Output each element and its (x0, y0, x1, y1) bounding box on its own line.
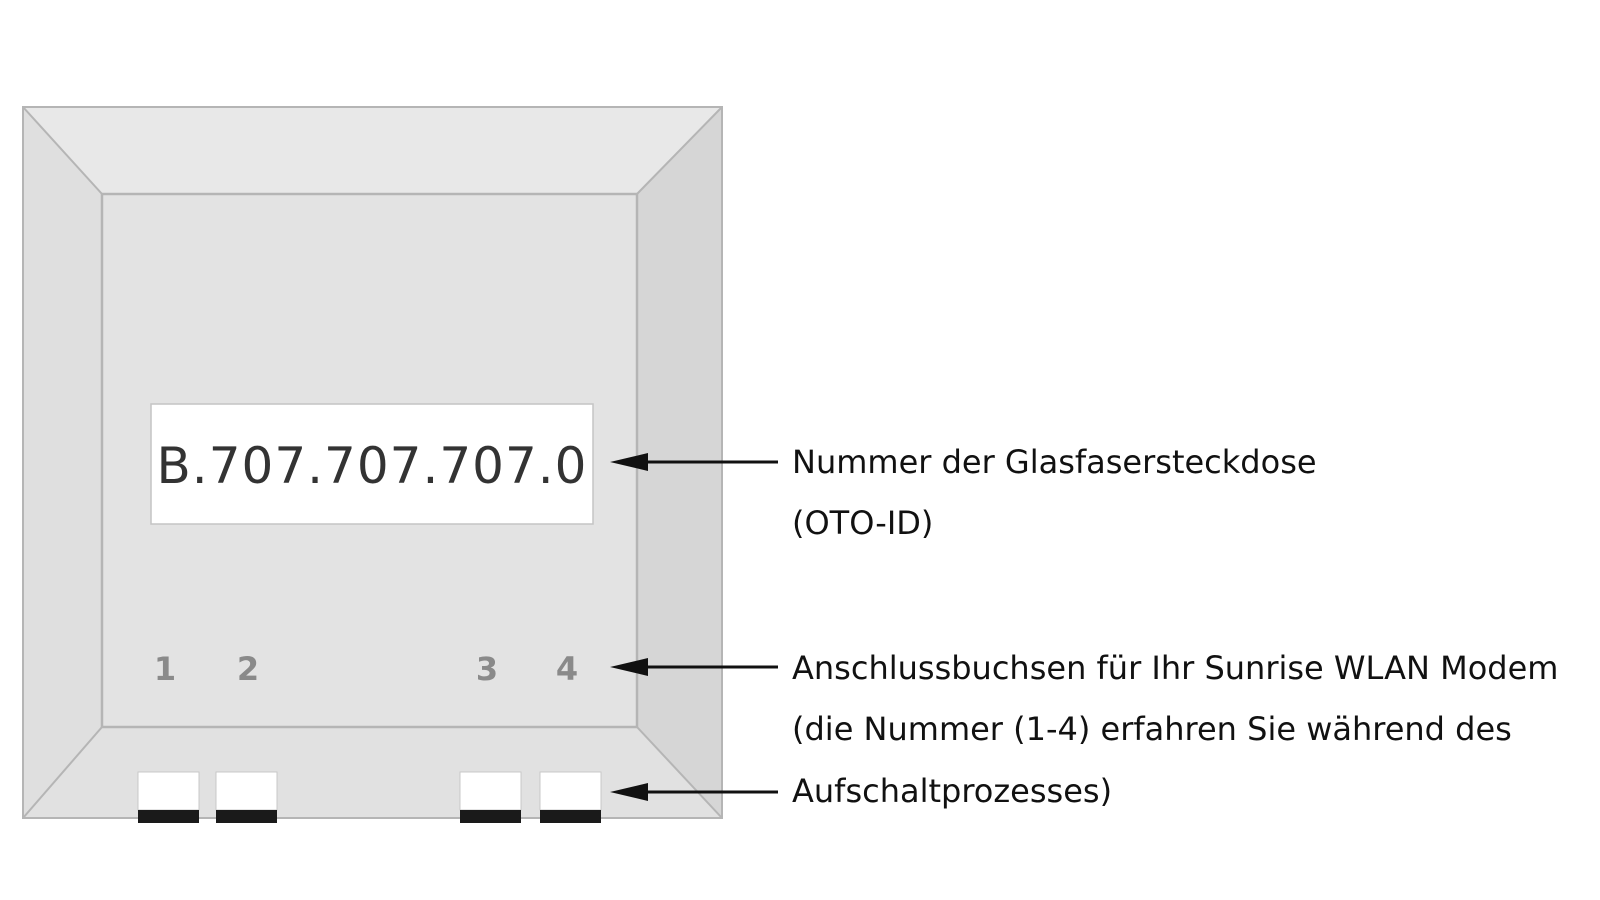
oto-id-label-line1: Nummer der Glasfasersteckdose (792, 443, 1317, 481)
port-number-4: 4 (556, 650, 578, 688)
ports-label-line1: Anschlussbuchsen für Ihr Sunrise WLAN Mo… (792, 649, 1559, 687)
port-number-2: 2 (237, 650, 259, 688)
oto-id-label-line2: (OTO-ID) (792, 504, 934, 542)
ports-label-line2: (die Nummer (1-4) erfahren Sie während d… (792, 710, 1512, 748)
port-number-3: 3 (476, 650, 498, 688)
corner-line-bl (22, 726, 103, 819)
port-socket-3 (459, 771, 522, 823)
ports-label-line3: Aufschaltprozesses) (792, 772, 1113, 810)
oto-id-plate (150, 403, 594, 525)
oto-id-value: B.707.707.707.0 (157, 437, 588, 495)
port-socket-4 (539, 771, 602, 823)
port-number-1: 1 (154, 650, 176, 688)
arrow-port-numbers (610, 658, 778, 676)
port-socket-2 (215, 771, 278, 823)
socket-plate: B.707.707.707.0 1 2 3 4 (22, 106, 723, 823)
corner-line-br (636, 726, 723, 819)
bevel-top (23, 107, 722, 194)
bevel-left (23, 107, 102, 818)
arrow-port-sockets (610, 783, 778, 801)
port-socket-1 (137, 771, 200, 823)
bevel-bottom (23, 727, 722, 818)
corner-line-tr (636, 106, 723, 195)
arrow-oto-id (610, 453, 778, 471)
corner-line-tl (22, 106, 103, 195)
